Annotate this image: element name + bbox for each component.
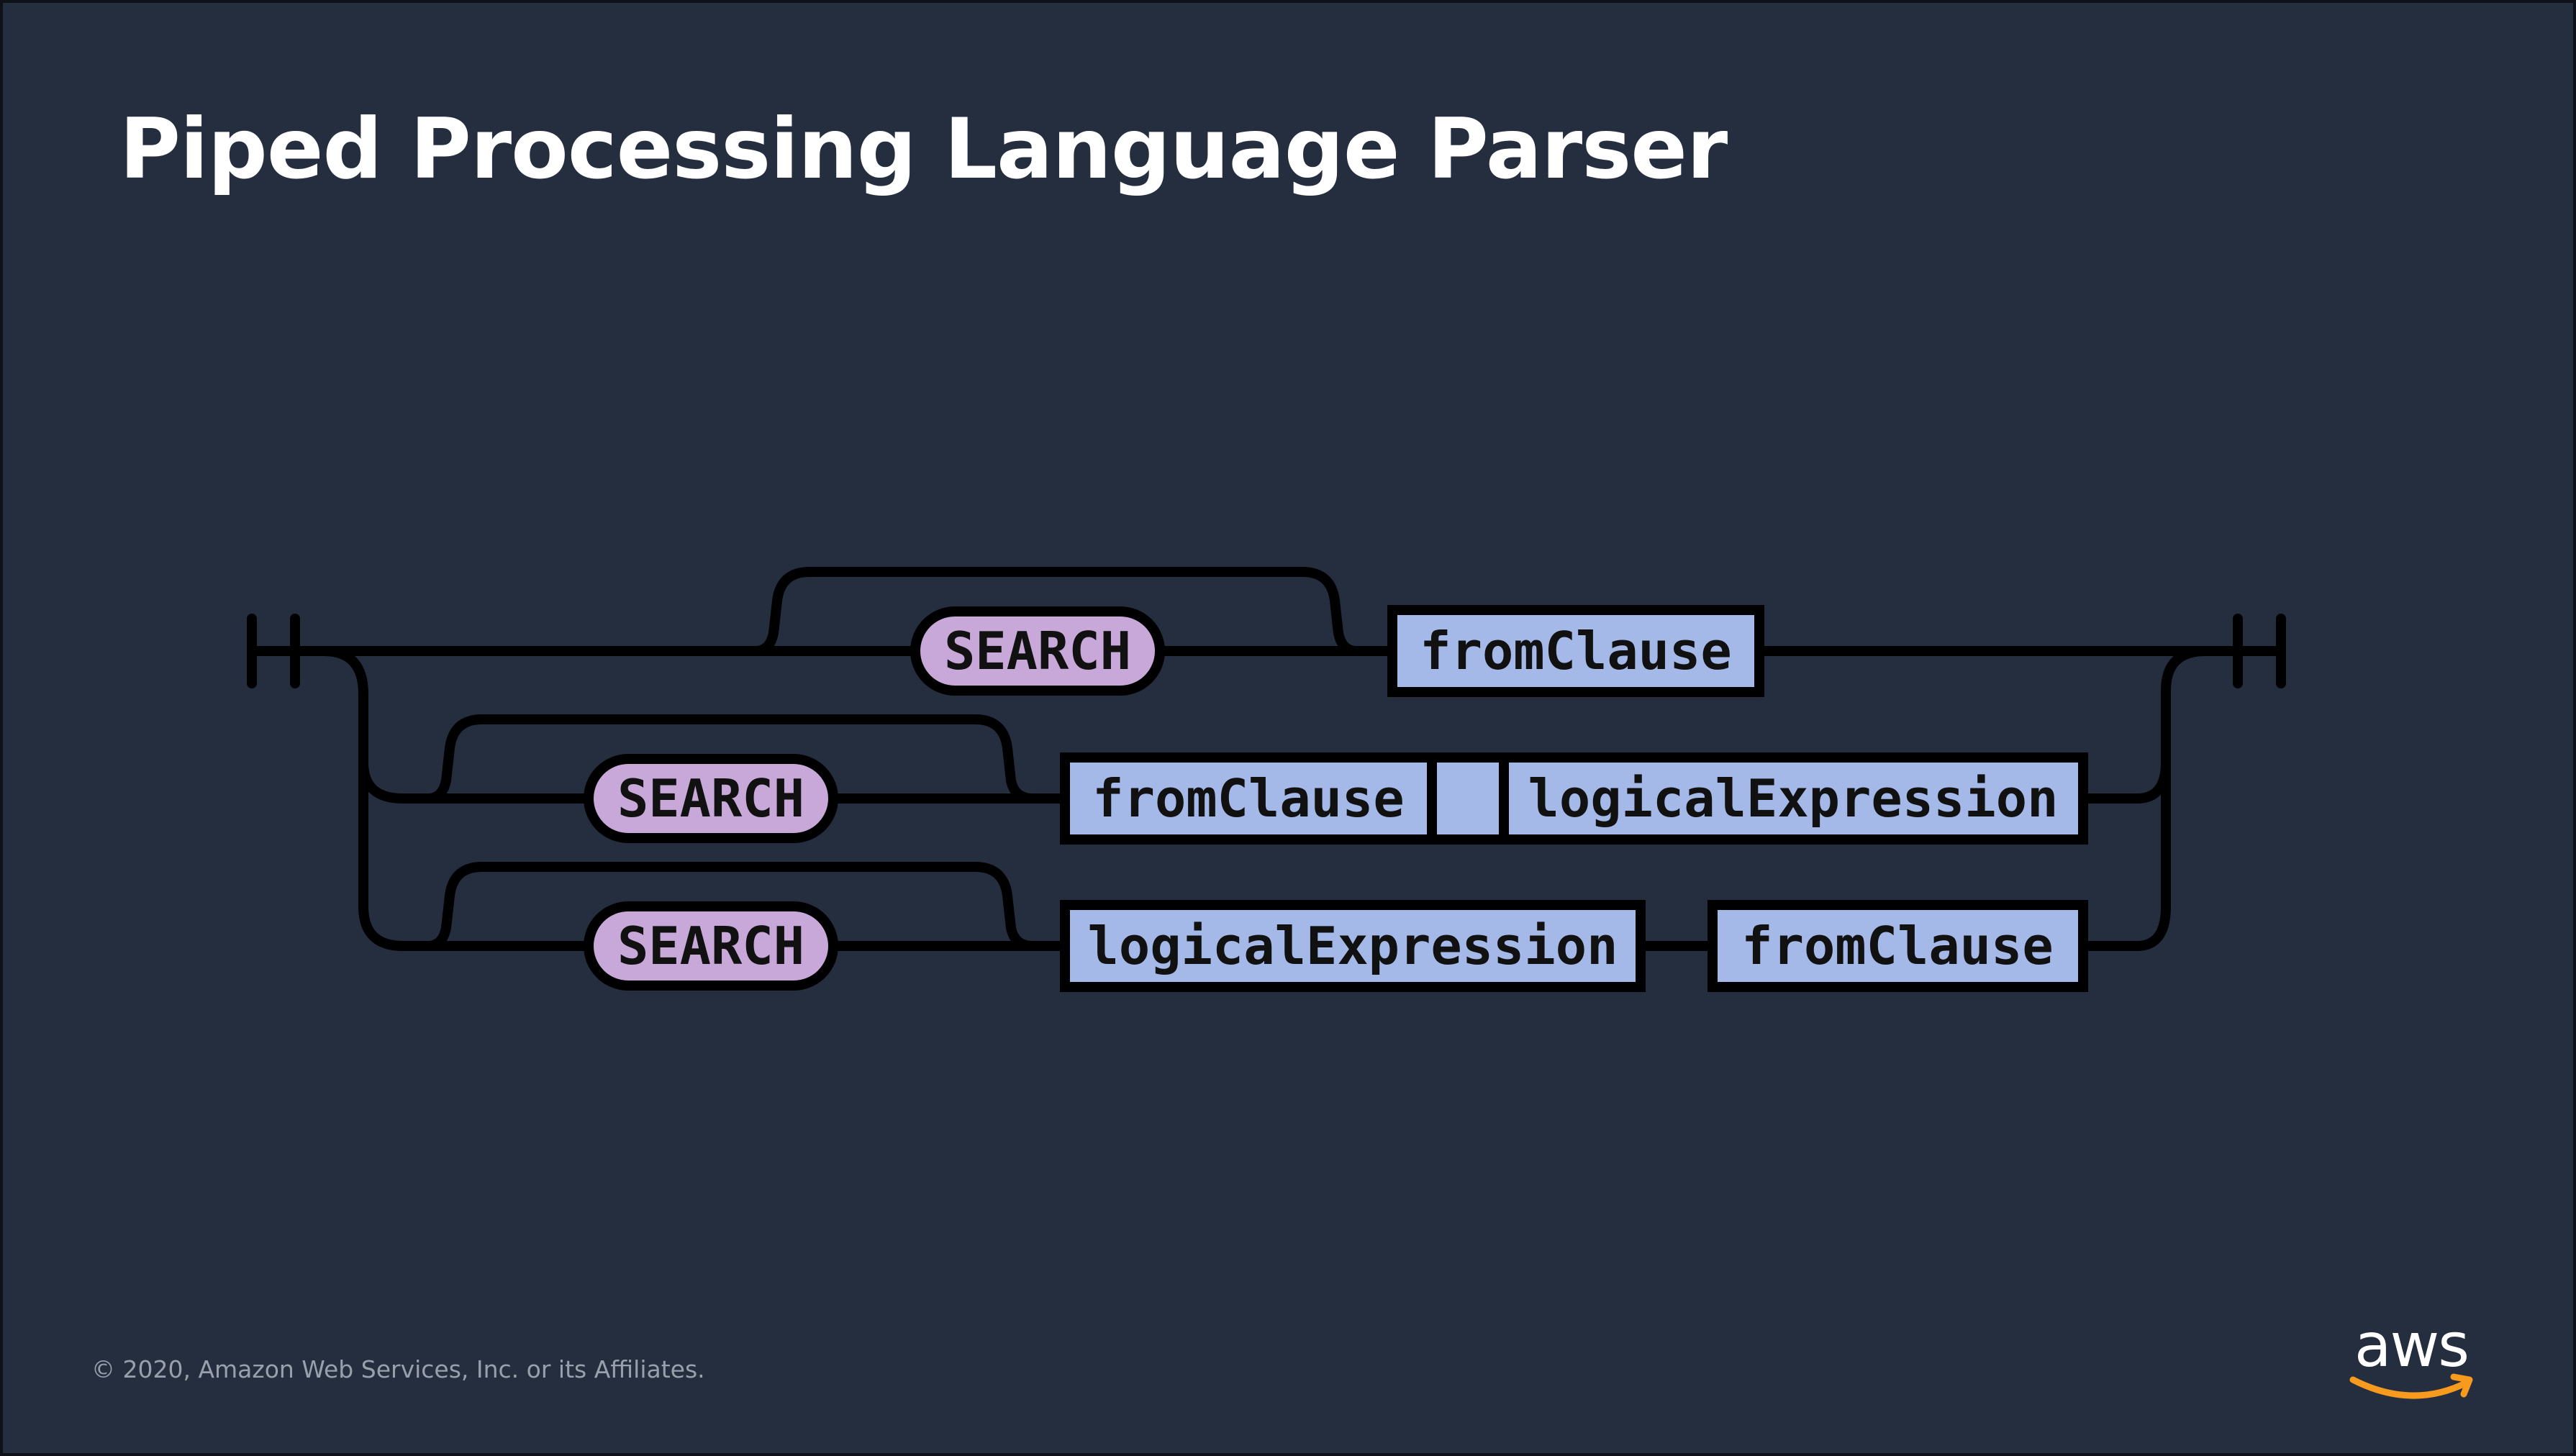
row3-fromclause-rule (1707, 900, 2088, 992)
row3-fromclause-label: fromClause (1741, 916, 2053, 976)
row1-fromclause-label: fromClause (1420, 621, 1731, 681)
row1-search-keyword (910, 606, 1165, 696)
row1-bypass (750, 567, 1361, 656)
copyright-footer: © 2020, Amazon Web Services, Inc. or its… (91, 1355, 705, 1383)
row2-fromclause-label: fromClause (1092, 768, 1404, 829)
row3-search-label: SEARCH (617, 916, 804, 976)
row3-logicalexpression-label: logicalExpression (1088, 916, 1618, 976)
aws-smile-icon (2349, 1373, 2473, 1399)
row1-fromclause-rule (1387, 605, 1764, 697)
row3-bypass (423, 862, 1038, 951)
row3-search-keyword (584, 901, 838, 991)
right-branch-rail (2132, 646, 2210, 804)
row2-search-keyword (584, 754, 838, 843)
row3-logicalexpression-rule (1060, 900, 1646, 992)
row2-fromclause-box (1060, 752, 1437, 845)
left-branch-rail (319, 646, 408, 951)
row2-bypass (423, 714, 1038, 804)
row2-logicalexpression-rule (1499, 752, 2088, 845)
railroad-diagram: SEARCH fromClause SEARCH fromClause logi… (247, 567, 2286, 992)
row1-search-label: SEARCH (944, 621, 1131, 681)
aws-logo: aws (2343, 1315, 2480, 1409)
row2-search-label: SEARCH (617, 768, 804, 829)
aws-logo-text: aws (2354, 1310, 2470, 1380)
row2-logicalexpression-label: logicalExpression (1528, 768, 2059, 829)
slide-title: Piped Processing Language Parser (119, 101, 1728, 198)
